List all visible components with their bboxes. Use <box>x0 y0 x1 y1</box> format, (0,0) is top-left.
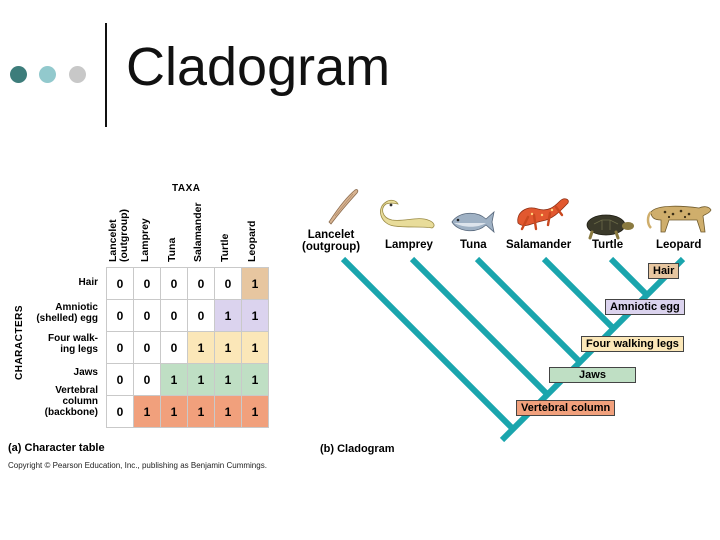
taxon-label-tuna: Tuna <box>460 239 487 251</box>
taxon-label-leopard: Leopard <box>656 239 702 251</box>
branch-tuna <box>474 256 583 365</box>
table-cell: 1 <box>241 331 269 364</box>
trait-box-amniotic-egg: Amniotic egg <box>605 299 685 315</box>
table-cell: 0 <box>133 267 161 300</box>
trait-box-four-walking-legs: Four walking legs <box>581 336 684 352</box>
lamprey-icon <box>380 199 435 229</box>
slide-title: Cladogram <box>126 37 391 97</box>
table-cell: 1 <box>241 363 269 396</box>
taxon-label-lamprey: Lamprey <box>385 239 433 251</box>
taxa-heading: TAXA <box>172 183 201 194</box>
table-cell: 0 <box>160 299 188 332</box>
trait-box-vertebral-column: Vertebral column <box>516 400 616 416</box>
table-cell: 1 <box>133 395 161 428</box>
copyright-notice: Copyright © Pearson Education, Inc., pub… <box>8 461 267 470</box>
branch-lancelet <box>340 256 515 431</box>
bullet-dot-light <box>39 66 56 83</box>
salamander-icon <box>517 198 569 231</box>
table-cell: 1 <box>214 331 242 364</box>
character-table-caption: (a) Character table <box>8 442 105 454</box>
tuna-icon <box>451 210 495 234</box>
trait-box-jaws: Jaws <box>549 367 636 383</box>
title-divider <box>105 23 107 127</box>
table-cell: 1 <box>241 299 269 332</box>
taxon-label-lancelet: Lancelet(outgroup) <box>302 229 361 253</box>
table-cell: 0 <box>214 267 242 300</box>
table-cell: 1 <box>187 331 215 364</box>
table-cell: 0 <box>106 363 134 396</box>
row-label-amniotic-egg: Amniotic(shelled) egg <box>36 302 98 324</box>
row-label-four-walking-legs: Four walk-ing legs <box>47 333 98 355</box>
row-label-jaws: Jaws <box>73 367 98 378</box>
branch-lamprey <box>409 256 549 396</box>
bullet-dot-dark <box>10 66 27 83</box>
table-cell: 0 <box>187 299 215 332</box>
leopard-icon <box>646 205 712 233</box>
table-cell: 1 <box>241 395 269 428</box>
table-cell: 1 <box>214 395 242 428</box>
turtle-icon <box>586 214 634 240</box>
taxon-label-turtle: Turtle <box>592 239 624 251</box>
branch-salamander <box>541 256 616 331</box>
table-cell: 0 <box>106 395 134 428</box>
taxon-label-salamander: Salamander <box>506 239 572 251</box>
cladogram-caption: (b) Cladogram <box>320 443 395 455</box>
lancelet-icon <box>328 189 359 225</box>
table-cell: 1 <box>187 363 215 396</box>
table-cell: 0 <box>106 299 134 332</box>
trait-box-hair: Hair <box>648 263 680 279</box>
branch-turtle <box>608 256 649 297</box>
table-cell: 1 <box>187 395 215 428</box>
row-label-hair: Hair <box>78 277 98 288</box>
table-cell: 1 <box>160 395 188 428</box>
bullet-dot-gray <box>69 66 86 83</box>
